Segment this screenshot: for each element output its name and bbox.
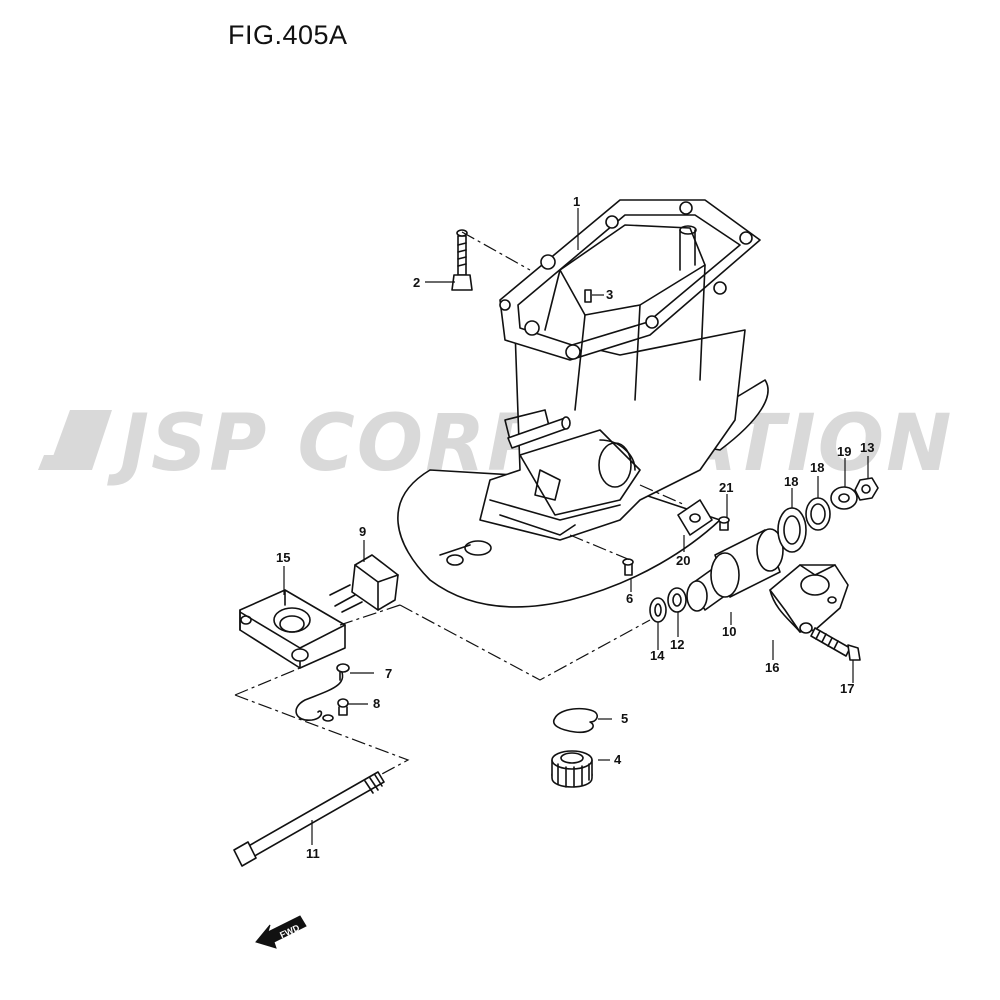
part-13-nut [854, 477, 879, 501]
callout-6: 6 [626, 591, 633, 606]
callout-18a: 18 [784, 474, 798, 489]
callout-11: 11 [306, 846, 320, 861]
part-15-bracket [239, 589, 346, 669]
callout-7: 7 [385, 666, 392, 681]
callout-14: 14 [650, 648, 665, 663]
part-5-clip [553, 707, 598, 734]
part-7-8-wire-and-screws [295, 663, 350, 722]
callout-18b: 18 [810, 460, 824, 475]
callout-17: 17 [840, 681, 854, 696]
part-17-bolt [810, 627, 861, 661]
alignment-lines [234, 231, 686, 776]
callout-8: 8 [373, 696, 380, 711]
part-18-ring-a [777, 507, 807, 553]
callout-15: 15 [276, 550, 290, 565]
drive-shaft-housing [439, 199, 761, 566]
part-18-ring-b [805, 497, 831, 531]
callout-1: 1 [573, 194, 580, 209]
callout-21: 21 [719, 480, 733, 495]
callout-9: 9 [359, 524, 366, 539]
callout-3: 3 [606, 287, 613, 302]
part-20-block [677, 499, 713, 536]
part-9-sensor [329, 554, 399, 613]
part-19-ring [830, 486, 858, 510]
part-11-long-bolt [233, 771, 385, 867]
part-16-clamp [769, 564, 849, 634]
callout-16: 16 [765, 660, 779, 675]
leader-lines [283, 208, 869, 845]
part-14-washer [649, 597, 667, 623]
callout-4: 4 [614, 752, 622, 767]
callout-13: 13 [860, 440, 874, 455]
part-10-bushing [686, 528, 784, 612]
callout-10: 10 [722, 624, 736, 639]
part-3-pin [584, 289, 592, 303]
callout-20: 20 [676, 553, 690, 568]
callout-19: 19 [837, 444, 851, 459]
part-12-washer [667, 587, 687, 613]
part-6-screw [622, 558, 634, 576]
callouts: 1 2 3 4 5 6 7 8 9 10 11 12 13 14 15 16 1… [276, 194, 874, 861]
part-4-gear [551, 750, 593, 788]
callout-12: 12 [670, 637, 684, 652]
callout-5: 5 [621, 711, 628, 726]
figure-title: FIG.405A [228, 20, 348, 50]
part-2-bolt [451, 229, 473, 291]
part-21-screw [718, 516, 730, 531]
fwd-arrow: FWD [255, 915, 307, 949]
callout-2: 2 [413, 275, 420, 290]
